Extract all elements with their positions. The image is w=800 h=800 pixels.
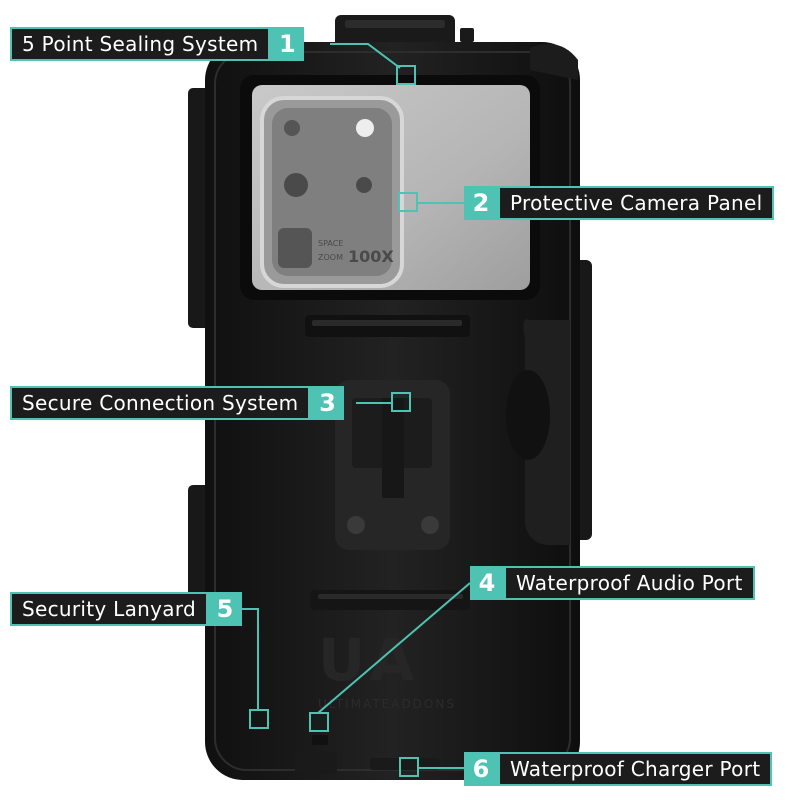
camera-panel: SPACE ZOOM 100X xyxy=(240,75,540,300)
callout-5: Security Lanyard 5 xyxy=(10,592,243,626)
callout-5-number: 5 xyxy=(208,592,243,626)
svg-text:UA: UA xyxy=(318,626,420,694)
leader-lines xyxy=(242,43,471,769)
mount-plate xyxy=(335,380,450,550)
callout-2: 2 Protective Camera Panel xyxy=(464,186,775,220)
camera-zoom-text: 100X xyxy=(348,247,394,266)
camera-text-small-1: SPACE xyxy=(318,239,343,248)
callout-6-number: 6 xyxy=(464,752,498,786)
callout-5-label: Security Lanyard xyxy=(10,592,209,626)
callout-3-number: 3 xyxy=(310,386,345,420)
brand-text: ULTIMATEADDONS xyxy=(318,697,456,711)
callout-6-label: Waterproof Charger Port xyxy=(498,752,773,786)
callout-1: 5 Point Sealing System 1 xyxy=(10,27,305,61)
left-side-clips xyxy=(188,88,210,605)
callout-2-number: 2 xyxy=(464,186,498,220)
callout-6: 6 Waterproof Charger Port xyxy=(464,752,773,786)
callout-3-label: Secure Connection System xyxy=(10,386,311,420)
camera-text-small-2: ZOOM xyxy=(318,253,343,262)
brand-logo: UA ULTIMATEADDONS xyxy=(318,626,456,711)
callout-4: 4 Waterproof Audio Port xyxy=(470,566,755,600)
marker-1 xyxy=(396,65,416,85)
callout-4-number: 4 xyxy=(470,566,504,600)
callout-4-label: Waterproof Audio Port xyxy=(504,566,755,600)
callout-3: Secure Connection System 3 xyxy=(10,386,345,420)
callout-2-label: Protective Camera Panel xyxy=(498,186,775,220)
callout-1-number: 1 xyxy=(270,27,305,61)
callout-1-label: 5 Point Sealing System xyxy=(10,27,271,61)
